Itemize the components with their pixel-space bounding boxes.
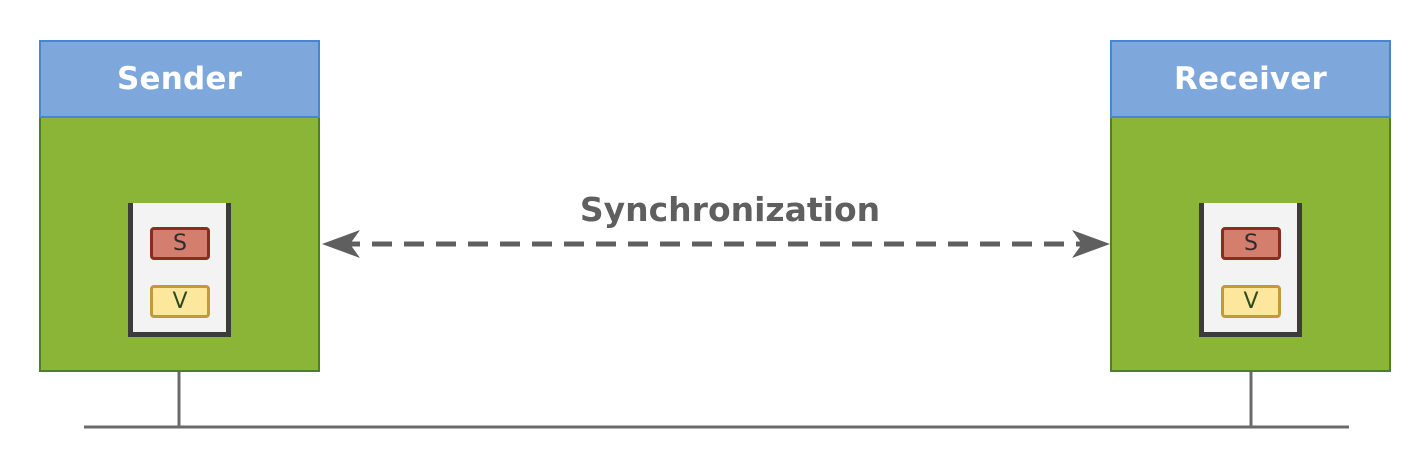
sender-badge-s: S	[150, 227, 210, 260]
receiver-badge-s: S	[1221, 227, 1281, 260]
receiver-body: S V	[1110, 118, 1391, 372]
sender-node: Sender S V	[39, 40, 320, 372]
sync-arrowhead-right	[1072, 230, 1110, 258]
sender-badge-v: V	[150, 285, 210, 318]
receiver-title: Receiver	[1173, 61, 1328, 97]
sender-body: S V	[39, 118, 320, 372]
sync-arrowhead-left	[322, 230, 360, 258]
sender-stack: S V	[128, 203, 231, 337]
receiver-badge-v: V	[1221, 285, 1281, 318]
receiver-stack: S V	[1199, 203, 1302, 337]
receiver-header: Receiver	[1110, 40, 1391, 118]
sender-header: Sender	[39, 40, 320, 118]
receiver-node: Receiver S V	[1110, 40, 1391, 372]
sender-title: Sender	[116, 61, 243, 97]
sync-label: Synchronization	[579, 190, 881, 229]
